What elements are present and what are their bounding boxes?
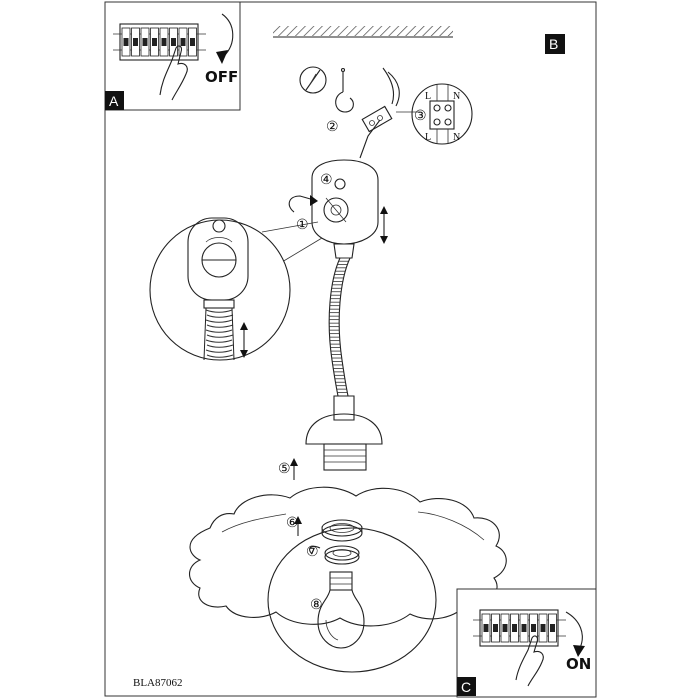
step-3: ③: [414, 109, 427, 124]
detail-rib: [205, 339, 233, 343]
terminal-l-bottom: L: [425, 132, 431, 143]
step-6: ⑥: [286, 516, 299, 531]
light-bulb-icon: [317, 571, 365, 649]
detail-rib: [205, 329, 233, 333]
shade-ring: [309, 545, 360, 565]
detail-rib: [205, 319, 233, 323]
detail-rib: [206, 334, 234, 338]
detail-rib: [205, 309, 233, 313]
flexible-arm: [328, 243, 355, 397]
switch-off-label: OFF: [205, 68, 238, 86]
up-down-arrow-icon: [380, 206, 388, 244]
step-2: ②: [326, 120, 339, 135]
panel-c-badge: [457, 677, 476, 696]
cable-wires: [359, 67, 400, 159]
terminal-l-top: L: [425, 91, 431, 102]
connector-block-icon: [361, 105, 393, 133]
switch-on-label: ON: [566, 655, 591, 673]
hand-icon-c: [515, 635, 544, 687]
panel-a-inset: OFF A: [104, 1, 241, 111]
step-numbers: ① ② ③ ④ ⑤ ⑥⑦ ⑧: [278, 109, 427, 613]
detail-rib: [205, 349, 233, 353]
detail-rib: [206, 314, 234, 318]
detail-rib: [206, 344, 234, 348]
fixing-ring: [321, 519, 363, 542]
hand-icon: [159, 45, 188, 101]
rotate-arrow-icon-c: [565, 611, 583, 649]
panel-a-badge: [105, 91, 124, 110]
arrow-head: [216, 50, 228, 64]
panel-b-marker: B: [545, 34, 565, 54]
lamp-holder: [305, 395, 383, 471]
up-arrow-5: [290, 458, 298, 480]
canopy: [311, 159, 379, 245]
shade-inner-rim: [267, 527, 437, 673]
panel-c-label: C: [461, 679, 471, 695]
panel-b-label: B: [549, 36, 558, 52]
step-1: ①: [296, 218, 309, 233]
terminal-block-detail: L N L N: [396, 83, 473, 145]
arm-joint-detail: [149, 217, 323, 361]
switch-panel-icon: [113, 23, 206, 61]
detail-rib: [206, 354, 234, 358]
ceiling-hatch: [273, 26, 453, 36]
switch-panel-icon-c: [473, 609, 566, 647]
curved-arrow-icon: [288, 195, 315, 213]
step-8: ⑧: [310, 598, 323, 613]
ceiling-hook-icon: [335, 67, 354, 113]
panel-c-inset: ON C: [456, 588, 597, 698]
terminal-n-bottom: N: [453, 132, 460, 143]
step-7: ⑦: [306, 545, 319, 560]
panel-a-label: A: [109, 93, 119, 109]
terminal-n-top: N: [453, 91, 460, 102]
step-4: ④: [320, 173, 333, 188]
document-code: BLA87062: [133, 677, 183, 689]
up-arrow-6: [294, 516, 302, 536]
page-frame: [104, 1, 597, 697]
detail-rib: [206, 324, 234, 328]
step-5: ⑤: [278, 462, 291, 477]
screw-wallplug-circle: [299, 66, 327, 94]
